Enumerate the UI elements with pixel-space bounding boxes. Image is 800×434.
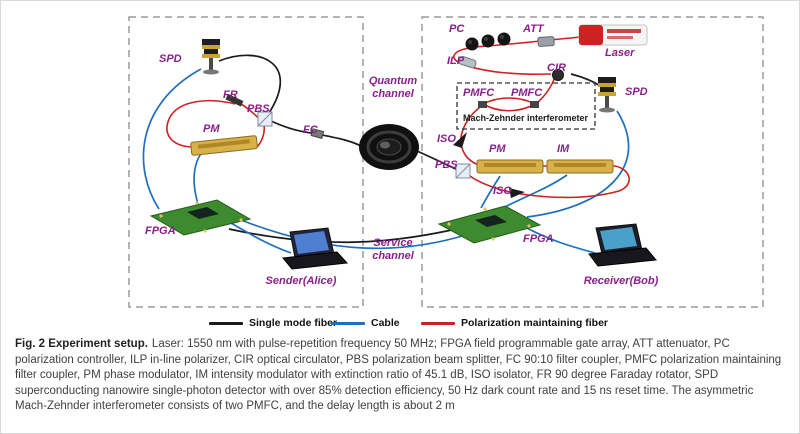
fiber-legend: Single mode fiber Cable Polarization mai… (1, 315, 799, 333)
intensity-modulator-icon (546, 159, 614, 174)
inline-polarizer-icon (458, 56, 477, 69)
faraday-rotator-icon (225, 93, 244, 107)
isolator-top-icon (453, 132, 467, 148)
pmfc-left-icon (478, 101, 487, 108)
cable-lines (142, 68, 630, 254)
pmfc-right-icon (530, 101, 539, 108)
label-cir: CIR (547, 62, 566, 74)
label-iso-top: ISO (437, 133, 456, 145)
caption-label: Fig. 2 Experiment setup. (15, 338, 148, 350)
legend-item-pm-fiber: Polarization maintaining fiber (421, 315, 608, 331)
laptop-bob-icon (588, 223, 657, 267)
label-pc: PC (449, 23, 465, 35)
label-pbs-bob: PBS (435, 159, 458, 171)
isolator-bottom-icon (509, 188, 525, 198)
label-spd-alice: SPD (159, 53, 182, 65)
legend-label-cable: Cable (371, 317, 400, 329)
label-pmfc-left: PMFC (463, 87, 495, 99)
phase-modulator-alice-icon (190, 135, 258, 156)
legend-label-single-mode-fiber: Single mode fiber (249, 317, 338, 329)
label-iso-bottom: ISO (493, 185, 512, 197)
fpga-bob-icon (437, 205, 542, 244)
diagram-canvas (128, 16, 764, 308)
label-att: ATT (523, 23, 544, 35)
figure-caption: Fig. 2 Experiment setup.Laser: 1550 nm w… (15, 337, 787, 415)
label-service-line2: channel (372, 250, 414, 262)
attenuator-icon (537, 36, 555, 47)
label-quantum-line2: channel (372, 88, 414, 100)
label-laser: Laser (605, 47, 635, 59)
label-pm-alice: PM (203, 123, 220, 135)
label-service-line1: Service (373, 237, 413, 249)
label-pmfc-right: PMFC (511, 87, 543, 99)
label-pm-bob: PM (489, 143, 506, 155)
label-spd-bob: SPD (625, 86, 648, 98)
label-service-channel: Service channel (356, 237, 430, 263)
pbs-alice-icon (257, 111, 273, 127)
spd-alice-icon (202, 39, 220, 75)
single-mode-fiber-lines (218, 54, 603, 244)
legend-item-cable: Cable (331, 315, 400, 331)
label-ilp: ILP (447, 55, 465, 67)
fiber-spool-icon (359, 124, 419, 170)
legend-label-pm-fiber: Polarization maintaining fiber (461, 317, 609, 329)
label-fpga-bob: FPGA (523, 233, 554, 245)
label-sender-alice: Sender(Alice) (265, 275, 337, 287)
label-fr: FR (223, 89, 238, 101)
legend-item-single-mode-fiber: Single mode fiber (209, 315, 337, 331)
label-pbs-alice: PBS (247, 103, 270, 115)
experiment-diagram: SPD FR PBS PM FC Quantum channel Service… (1, 1, 799, 313)
label-receiver-bob: Receiver(Bob) (583, 275, 659, 287)
fpga-alice-icon (149, 199, 252, 236)
cable-swatch (331, 321, 365, 325)
label-fc: FC (303, 124, 318, 136)
spd-bob-icon (598, 77, 616, 113)
label-quantum-line1: Quantum (368, 75, 418, 87)
label-mach-zehnder: Mach-Zehnder interferometer (463, 113, 589, 123)
caption-text: Laser: 1550 nm with pulse-repetition fre… (15, 338, 782, 413)
mach-zehnder-box (456, 82, 596, 130)
phase-modulator-bob-icon (476, 159, 544, 174)
laser-icon (578, 24, 648, 46)
label-im: IM (557, 143, 570, 155)
filter-coupler-icon (310, 128, 325, 140)
bob-box (421, 16, 764, 308)
circulator-icon (552, 69, 564, 81)
laptop-alice-icon (282, 227, 349, 270)
label-quantum-channel: Quantum channel (356, 75, 430, 101)
pm-fiber-swatch (421, 321, 455, 325)
single-mode-fiber-swatch (209, 321, 243, 325)
polarization-controller-knobs-icon (465, 32, 511, 51)
alice-box (128, 16, 364, 308)
pbs-bob-icon (455, 163, 471, 179)
label-fpga-alice: FPGA (145, 225, 176, 237)
